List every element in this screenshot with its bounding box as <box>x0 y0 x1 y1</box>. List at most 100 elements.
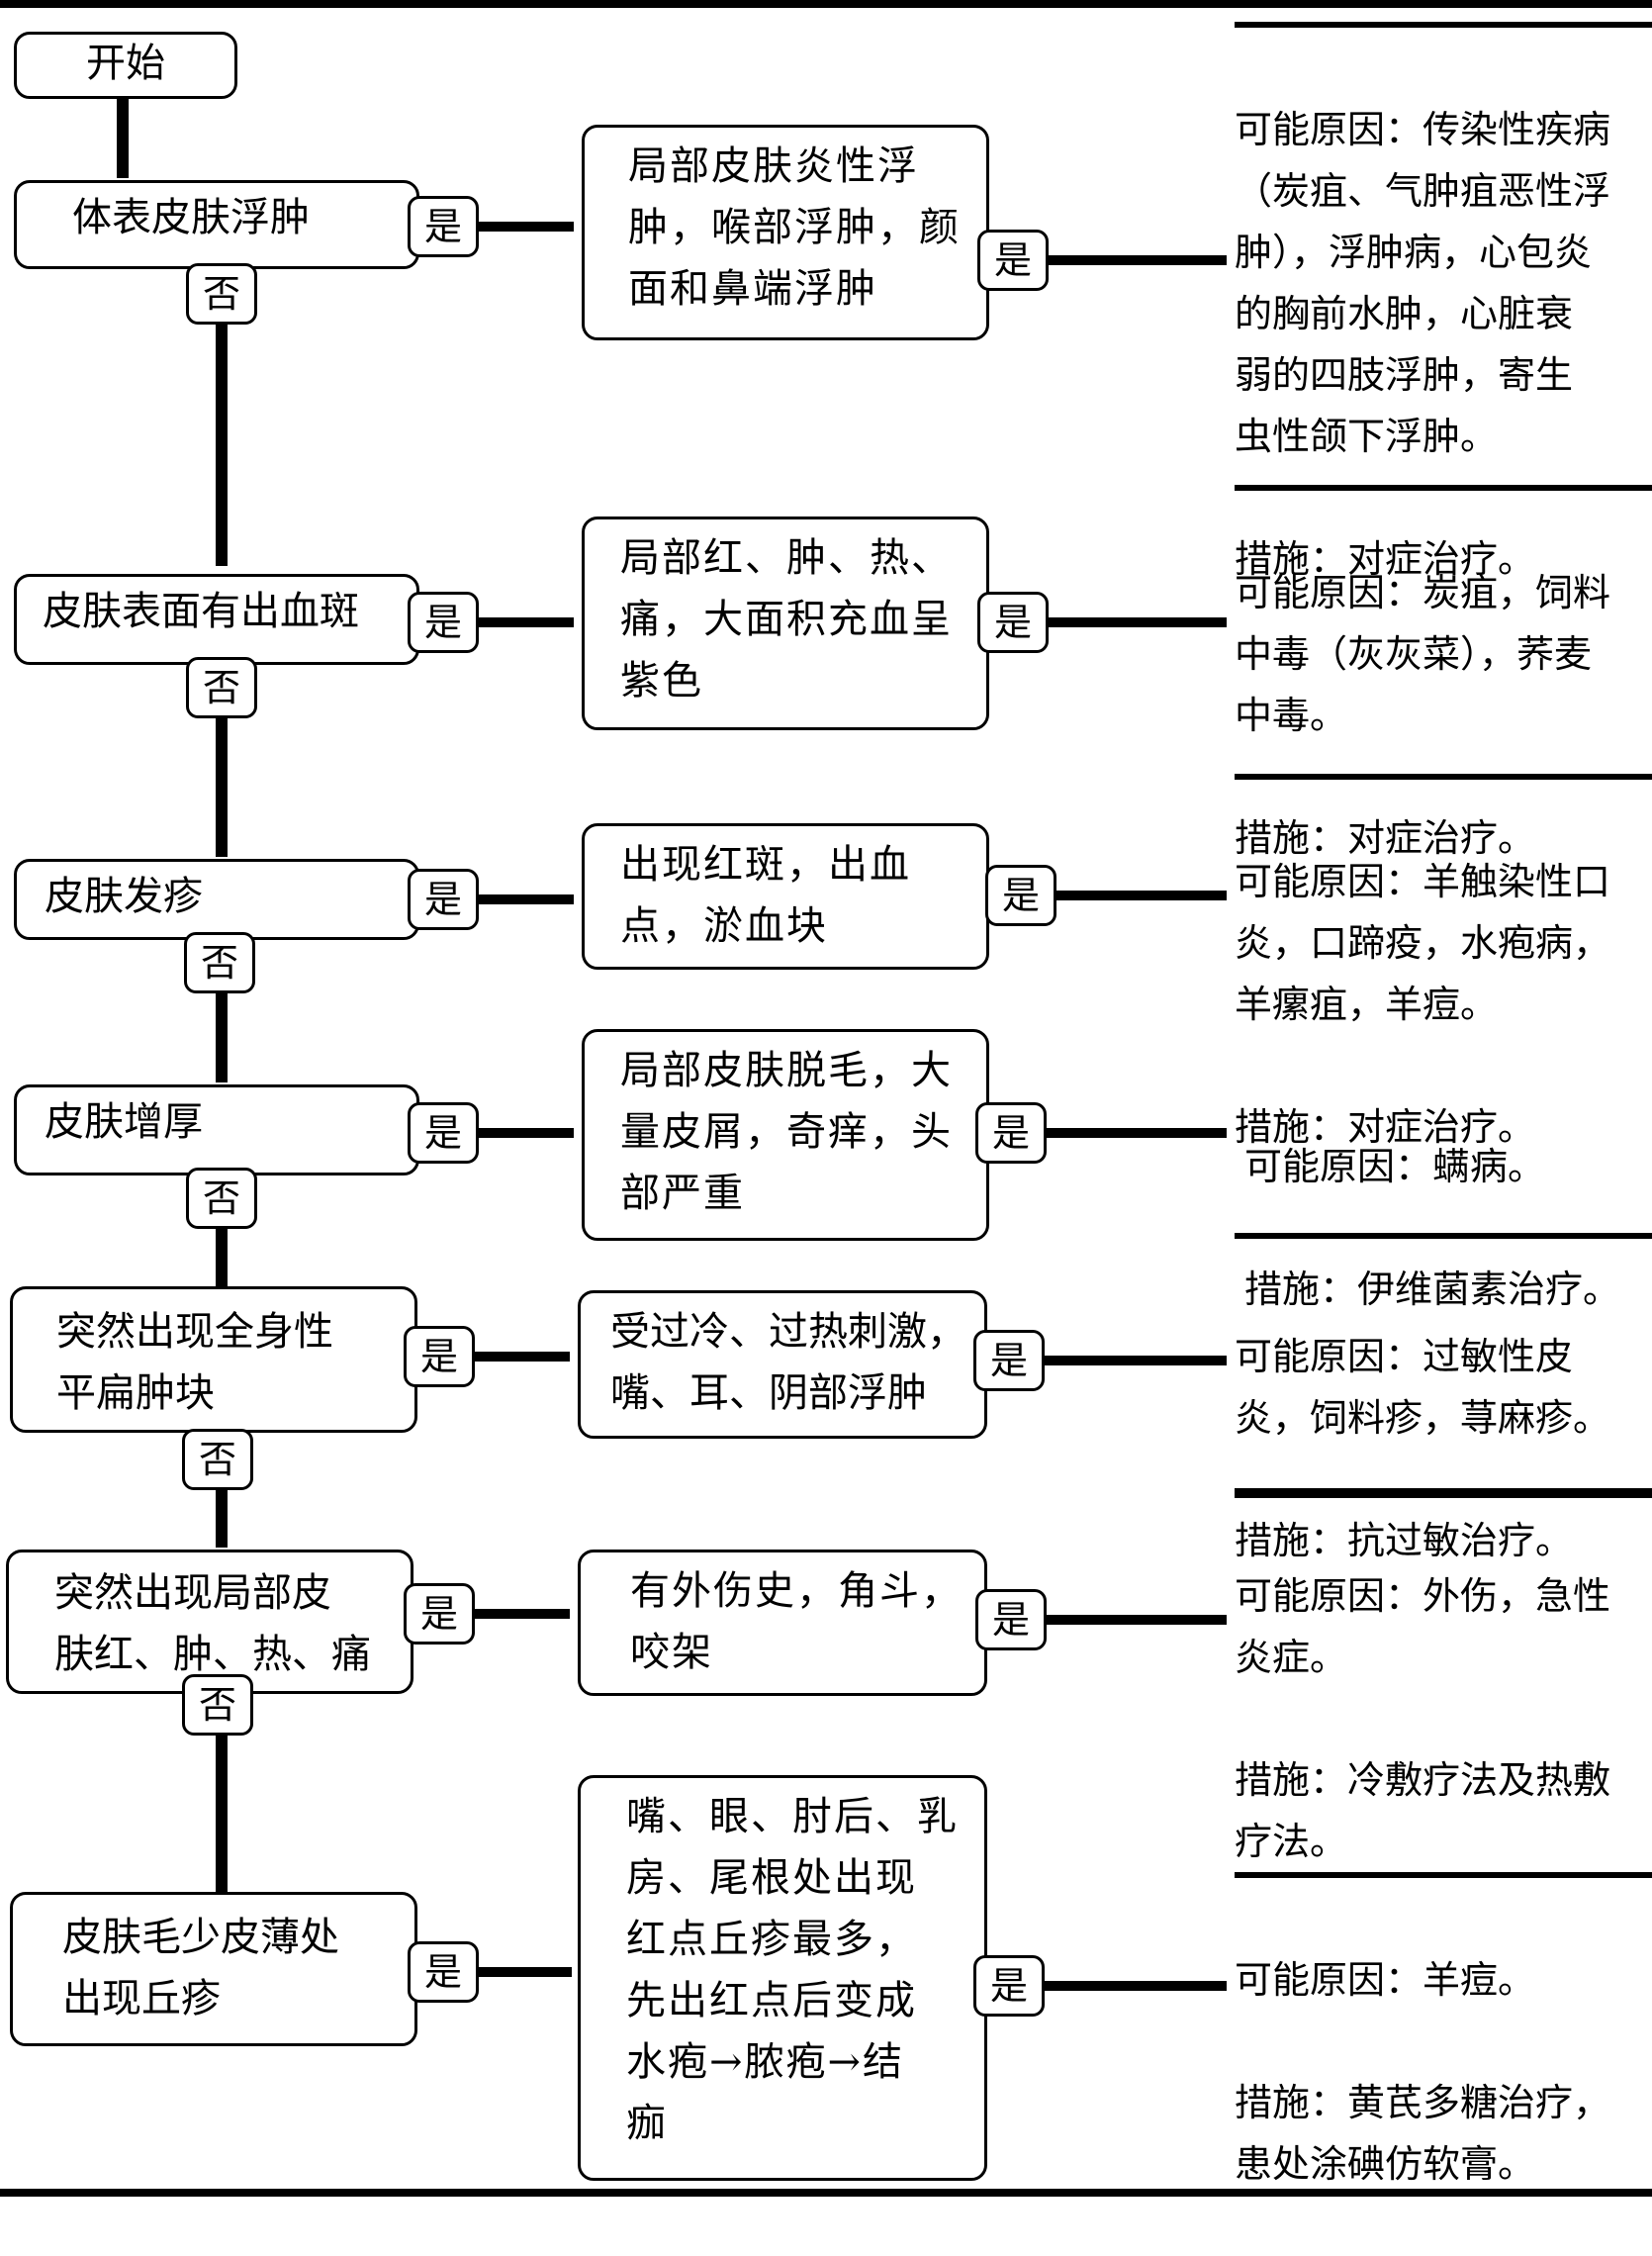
result-4-cause: 可能原因：螨病。 <box>1244 1145 1546 1188</box>
arrow-q3-s3 <box>479 894 574 904</box>
arrow-q1-s1 <box>479 222 574 232</box>
symptom-7-text: 嘴、眼、肘后、乳 房、尾根处出现 红点丘疹最多， 先出红点后变成 水疱→脓疱→结… <box>626 1794 959 2146</box>
yes-tag-s6: 是 <box>975 1589 1047 1650</box>
no-tag-q4: 否 <box>186 1168 257 1229</box>
yes-tag-s2: 是 <box>977 592 1049 653</box>
question-7-label: 皮肤毛少皮薄处 出现丘疹 <box>62 1915 339 2021</box>
result-5-measure: 措施：抗过敏治疗。 <box>1235 1519 1574 1562</box>
question-2-label: 皮肤表面有出血斑 <box>43 589 359 634</box>
no-tag-q1: 否 <box>186 263 257 325</box>
yes-tag-s4: 是 <box>975 1102 1047 1164</box>
arrow-s7-r7 <box>1045 1981 1227 1991</box>
arrow-s5-r5 <box>1045 1356 1227 1365</box>
arrow-s2-r2 <box>1049 617 1227 627</box>
no-tag-q2: 否 <box>186 657 257 718</box>
result-3-measure: 措施：对症治疗。 <box>1235 1105 1536 1149</box>
result-5: 可能原因：过敏性皮 炎，饲料疹，荨麻疹。 措施：抗过敏治疗。 <box>1235 1265 1652 1633</box>
result-5-bar <box>1235 1492 1652 1498</box>
symptom-1: 局部皮肤炎性浮 肿，喉部浮肿，颜 面和鼻端浮肿 <box>582 125 989 340</box>
arrow-q7-s7 <box>479 1967 572 1977</box>
result-1-cause: 可能原因：传染性疾病 （炭疽、气肿疽恶性浮 肿），浮肿病，心包炎 的胸前水肿，心… <box>1235 108 1611 458</box>
question-5-label: 突然出现全身性 平扁肿块 <box>56 1309 333 1416</box>
question-4: 皮肤增厚 <box>14 1084 419 1175</box>
symptom-7: 嘴、眼、肘后、乳 房、尾根处出现 红点丘疹最多， 先出红点后变成 水疱→脓疱→结… <box>578 1775 987 2181</box>
yes-tag-s3: 是 <box>985 865 1056 926</box>
symptom-2: 局部红、肿、热、 痛，大面积充血呈 紫色 <box>582 517 989 730</box>
symptom-2-text: 局部红、肿、热、 痛，大面积充血呈 紫色 <box>620 535 953 704</box>
arrow-q2-s2 <box>479 617 574 627</box>
yes-tag-q6: 是 <box>404 1583 475 1645</box>
result-5-cause: 可能原因：过敏性皮 炎，饲料疹，荨麻疹。 <box>1235 1335 1611 1440</box>
no-tag-q6: 否 <box>182 1674 253 1736</box>
start-label: 开始 <box>86 41 165 86</box>
connector-q4-q5 <box>216 1229 228 1286</box>
result-7-measure: 措施：黄芪多糖治疗， 患处涂碘仿软膏。 <box>1235 2081 1611 2186</box>
arrow-s1-r1 <box>1049 255 1227 265</box>
question-1: 体表皮肤浮肿 <box>14 180 419 269</box>
yes-tag-q3: 是 <box>408 869 479 930</box>
no-tag-q5: 否 <box>182 1429 253 1490</box>
result-3-bar <box>1235 774 1652 780</box>
yes-tag-q4: 是 <box>408 1102 479 1164</box>
arrow-s4-r4 <box>1047 1128 1227 1138</box>
question-2: 皮肤表面有出血斑 <box>14 574 419 665</box>
arrow-q6-s6 <box>475 1609 570 1619</box>
symptom-6-text: 有外伤史，角斗， 咬架 <box>630 1568 963 1675</box>
yes-tag-q5: 是 <box>404 1326 475 1387</box>
result-4-measure: 措施：伊维菌素治疗。 <box>1244 1268 1621 1311</box>
question-3-label: 皮肤发疹 <box>45 874 203 919</box>
result-6-cause: 可能原因：外伤，急性 炎症。 <box>1235 1574 1611 1679</box>
yes-tag-q1: 是 <box>408 196 479 257</box>
result-3-cause: 可能原因：羊触染性口 炎，口蹄疫，水疱病， 羊瘰疽，羊痘。 <box>1235 860 1611 1026</box>
question-1-label: 体表皮肤浮肿 <box>72 195 310 240</box>
question-4-label: 皮肤增厚 <box>45 1099 203 1145</box>
result-2-cause: 可能原因：炭疽，饲料 中毒（灰灰菜），荞麦 中毒。 <box>1235 571 1611 737</box>
result-1-bar <box>1235 22 1652 28</box>
symptom-5-text: 受过冷、过热刺激， 嘴、耳、阴部浮肿 <box>610 1309 966 1416</box>
symptom-4-text: 局部皮肤脱毛，大 量皮屑，奇痒，头 部严重 <box>620 1048 953 1216</box>
result-6: 可能原因：外伤，急性 炎症。 措施：冷敷疗法及热敷 疗法。 <box>1235 1504 1652 1933</box>
result-7: 可能原因：羊痘。 措施：黄芪多糖治疗， 患处涂碘仿软膏。 <box>1235 1888 1652 2256</box>
result-3: 可能原因：羊触染性口 炎，口蹄疫，水疱病， 羊瘰疽，羊痘。 措施：对症治疗。 <box>1235 790 1652 1219</box>
question-6-label: 突然出现局部皮 肤红、肿、热、痛 <box>54 1570 371 1677</box>
yes-tag-s5: 是 <box>973 1330 1045 1391</box>
result-4-bar <box>1235 1233 1652 1239</box>
connector-q2-q3 <box>216 718 228 857</box>
start-node: 开始 <box>14 32 237 99</box>
arrow-q5-s5 <box>475 1352 570 1362</box>
no-tag-q3: 否 <box>184 932 255 993</box>
symptom-3-text: 出现红斑，出血 点，淤血块 <box>620 842 911 949</box>
symptom-5: 受过冷、过热刺激， 嘴、耳、阴部浮肿 <box>578 1290 987 1439</box>
connector-q3-q4 <box>216 993 228 1082</box>
result-6-bar <box>1235 1488 1652 1494</box>
yes-tag-s7: 是 <box>973 1955 1045 2017</box>
connector-start <box>117 99 129 178</box>
connector-q1-q2 <box>216 325 228 566</box>
result-2-bar <box>1235 485 1652 491</box>
result-1: 可能原因：传染性疾病 （炭疽、气肿疽恶性浮 肿），浮肿病，心包炎 的胸前水肿，心… <box>1235 38 1652 651</box>
result-1-measure: 措施：对症治疗。 <box>1235 537 1536 581</box>
question-6: 突然出现局部皮 肤红、肿、热、痛 <box>6 1550 413 1694</box>
arrow-s3-r3 <box>1056 891 1227 900</box>
symptom-6: 有外伤史，角斗， 咬架 <box>578 1550 987 1696</box>
result-7-bar <box>1235 1872 1652 1878</box>
yes-tag-q7: 是 <box>408 1941 479 2003</box>
symptom-4: 局部皮肤脱毛，大 量皮屑，奇痒，头 部严重 <box>582 1029 989 1241</box>
yes-tag-q2: 是 <box>408 592 479 653</box>
yes-tag-s1: 是 <box>977 230 1049 291</box>
result-7-cause: 可能原因：羊痘。 <box>1235 1958 1536 2002</box>
bottom-rule <box>0 2189 1652 2197</box>
question-5: 突然出现全身性 平扁肿块 <box>10 1286 417 1433</box>
top-rule <box>0 0 1652 8</box>
symptom-1-text: 局部皮肤炎性浮 肿，喉部浮肿，颜 面和鼻端浮肿 <box>628 143 961 312</box>
symptom-3: 出现红斑，出血 点，淤血块 <box>582 823 989 970</box>
result-2: 可能原因：炭疽，饲料 中毒（灰灰菜），荞麦 中毒。 措施：对症治疗。 <box>1235 501 1652 930</box>
arrow-q4-s4 <box>479 1128 574 1138</box>
question-7: 皮肤毛少皮薄处 出现丘疹 <box>10 1892 417 2046</box>
connector-q6-q7 <box>216 1736 228 1892</box>
arrow-s6-r6 <box>1047 1615 1227 1625</box>
result-4: 可能原因：螨病。 措施：伊维菌素治疗。 <box>1244 1075 1652 1381</box>
result-6-measure: 措施：冷敷疗法及热敷 疗法。 <box>1235 1758 1611 1863</box>
connector-q5-q6 <box>216 1490 228 1548</box>
question-3: 皮肤发疹 <box>14 859 419 940</box>
